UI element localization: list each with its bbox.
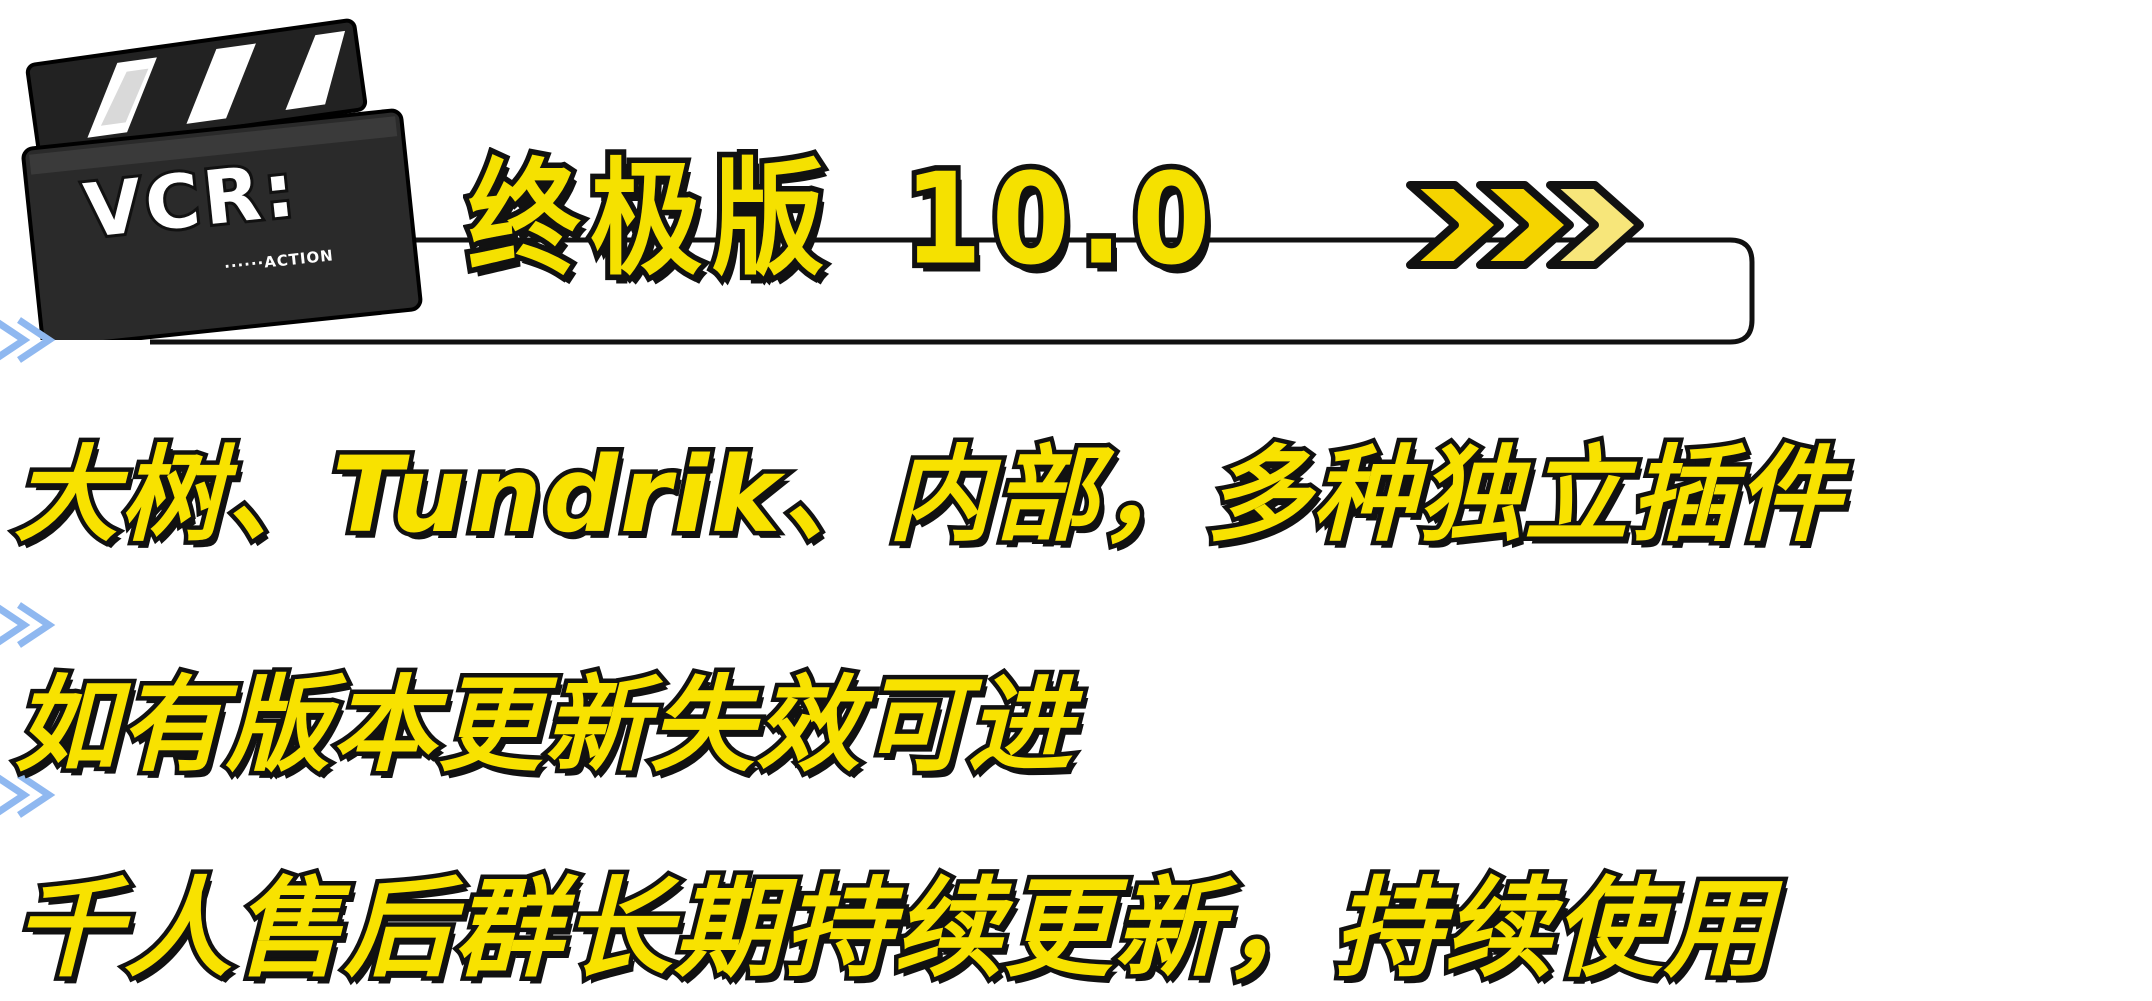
feature-line: 大树、Tundrik、内部，多种独立插件 [9,430,1844,561]
clapperboard-logo: VCR: ······ACTION [12,10,432,340]
headline: 终极版 10.0 [463,130,1221,309]
edition-label: 终极版 [463,142,834,299]
side-chevron-icon [0,755,74,835]
clapperboard-icon [21,18,423,340]
update-line: 如有版本更新失效可进 [9,660,1076,791]
version-label: 10.0 [899,142,1221,299]
support-line: 千人售后群长期持续更新，持续使用 [9,863,1776,997]
side-chevron-icon [0,585,74,665]
side-chevron-icon [0,300,74,380]
triple-chevron-right-icon [1400,170,1660,280]
